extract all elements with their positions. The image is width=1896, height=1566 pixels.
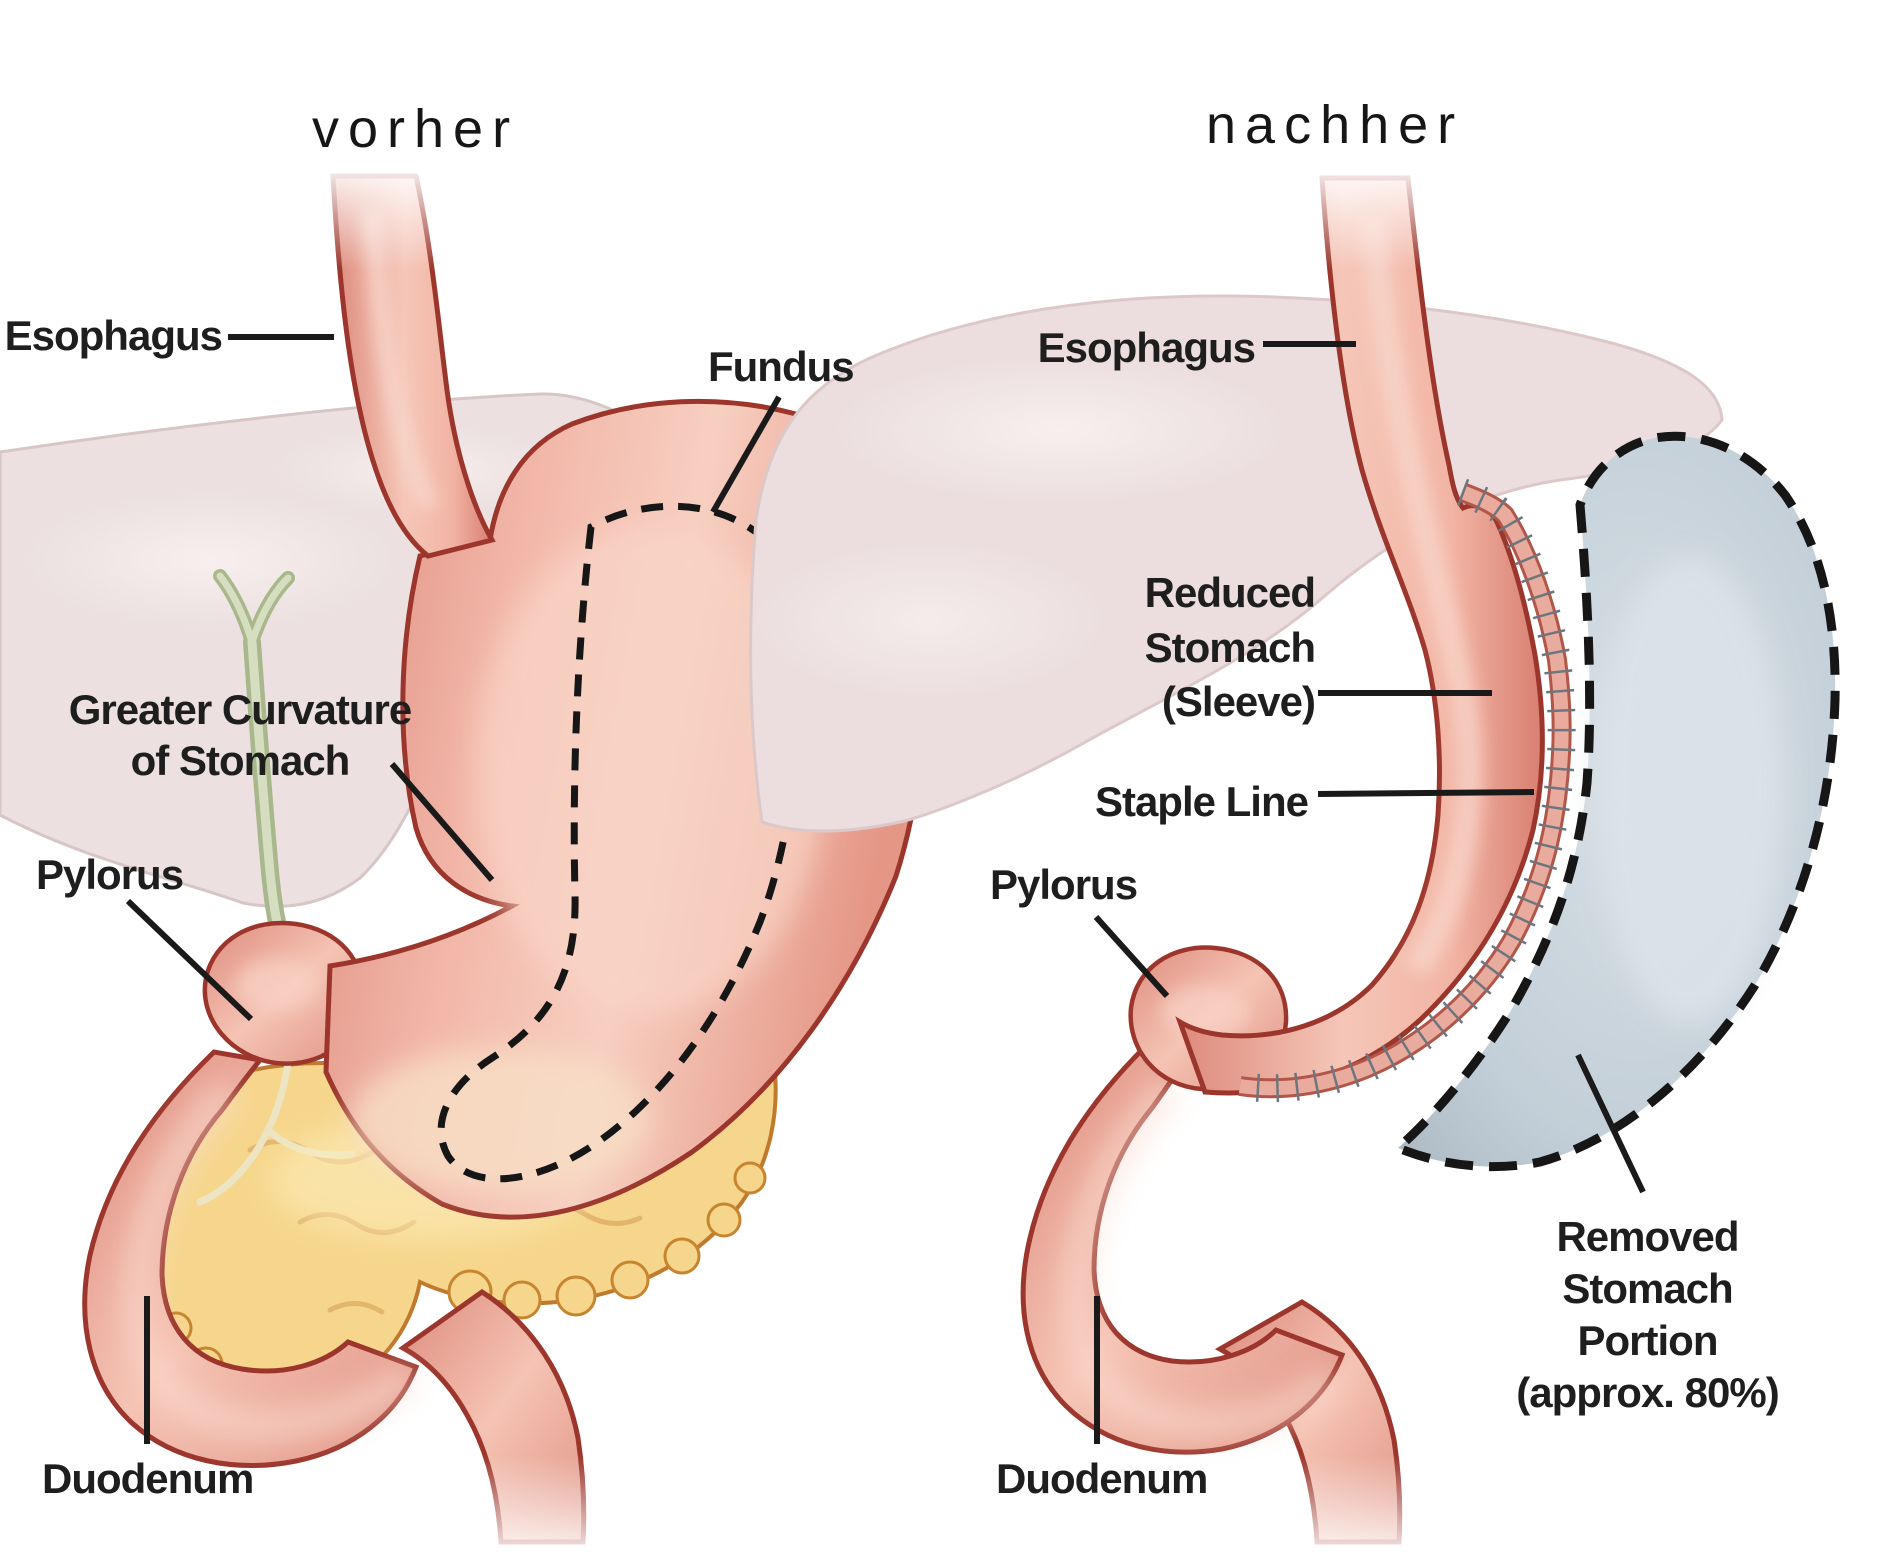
label-pylorus-before: Pylorus [36, 851, 184, 898]
label-esophagus-before: Esophagus [4, 312, 223, 359]
label-reduced-stomach: Reduced Stomach (Sleeve) [995, 566, 1316, 730]
label-greater-curvature-line1: Greater Curvature [68, 686, 412, 733]
duodenum-highlight-before [123, 1079, 420, 1441]
label-reduced-line1: Reduced [1144, 569, 1316, 616]
label-removed-line4: (approx. 80%) [1516, 1369, 1779, 1417]
pointer-pylorus-after [1093, 914, 1170, 999]
label-staple-line: Staple Line [1094, 778, 1309, 825]
staple-line-illustration [1237, 478, 1576, 1103]
pointer-greater-curvature [389, 762, 495, 882]
pylorus-highlight-before [236, 959, 320, 1011]
bowel-bottom-fade-before [440, 1455, 650, 1566]
sleeve-highlight [1359, 218, 1483, 978]
pointer-staple-line [1317, 789, 1535, 797]
panel-before-art [0, 173, 927, 1545]
label-removed-portion: Removed Stomach Portion (approx. 80%) [1500, 1211, 1795, 1419]
duodenum-highlight-after [1061, 1079, 1344, 1439]
stomach-highlight [475, 525, 825, 1015]
label-duodenum-before: Duodenum [42, 1455, 254, 1502]
label-removed-line2: Stomach [1562, 1265, 1733, 1313]
label-pylorus-after: Pylorus [990, 861, 1138, 908]
panel-title-before: vorher [312, 99, 520, 159]
label-removed-line1: Removed [1556, 1213, 1739, 1260]
label-fundus: Fundus [708, 343, 855, 390]
removed-portion-dashed-border [1389, 431, 1840, 1172]
pointer-removed-portion [1575, 1053, 1646, 1194]
label-esophagus-after: Esophagus [1037, 324, 1256, 371]
label-reduced-line3: (Sleeve) [1161, 678, 1316, 726]
liver-highlight2-after [750, 540, 1110, 700]
antrum-highlight [350, 1048, 650, 1192]
bowel-bottom-fade-after [1255, 1455, 1465, 1566]
label-greater-curvature: Greater Curvature of Stomach [35, 684, 445, 786]
label-duodenum-after: Duodenum [996, 1455, 1208, 1502]
liver-highlight-before [20, 490, 400, 630]
pointer-fundus [710, 395, 782, 514]
panel-after-art [749, 175, 1840, 1545]
removed-portion-highlight [1595, 555, 1785, 1025]
esophagus-top-fade-after [1285, 160, 1465, 270]
pointer-lines [125, 334, 1646, 1444]
label-reduced-line2: Stomach [1144, 623, 1316, 671]
liver-highlight-after [830, 355, 1290, 505]
panel-title-after: nachher [1206, 95, 1465, 155]
pointer-pylorus-before [125, 898, 254, 1022]
label-greater-curvature-line2: of Stomach [130, 737, 351, 785]
esophagus-top-fade-before [295, 160, 475, 270]
label-removed-line3: Portion [1577, 1317, 1719, 1365]
